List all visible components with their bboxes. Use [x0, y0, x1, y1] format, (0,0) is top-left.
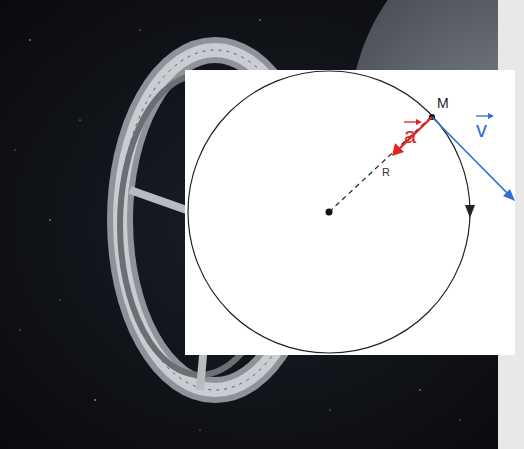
point-label: M: [437, 96, 449, 110]
radius-line: [329, 117, 431, 212]
radius-label: R: [382, 167, 390, 178]
acceleration-vector: [398, 117, 432, 150]
velocity-vector: [432, 117, 510, 196]
diagram-panel: [185, 70, 515, 355]
vector-label: a: [404, 125, 416, 147]
direction-arrowhead: [465, 205, 475, 218]
velocity-arrowhead: [503, 189, 515, 201]
acceleration-arrowhead: [392, 143, 404, 156]
vector-label: v: [476, 119, 487, 141]
circular-path: [188, 71, 470, 353]
